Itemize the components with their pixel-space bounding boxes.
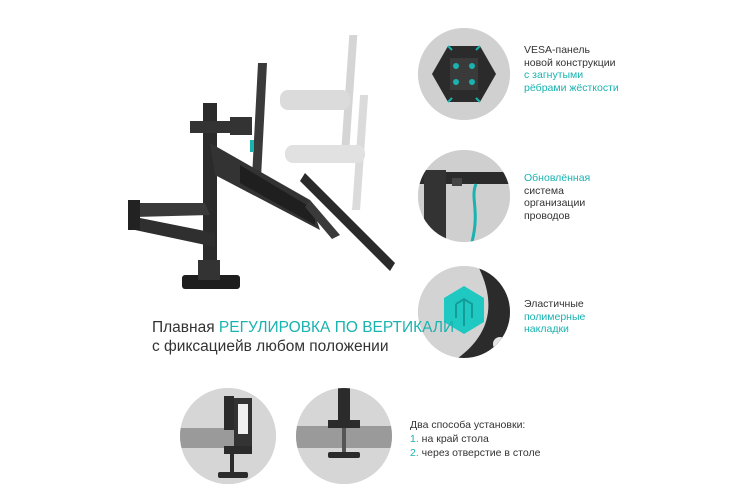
headline-accent: РЕГУЛИРОВКА ПО ВЕРТИКАЛИ (218, 319, 455, 336)
lower-monitor (300, 173, 395, 271)
polymer-pad-icon (418, 266, 510, 358)
grommet-icon (296, 388, 392, 484)
mounting-info: Два способа установки: 1. на край стола … (410, 418, 540, 460)
upper-monitor (251, 63, 268, 178)
mounting-option-1: 1. на край стола (410, 433, 489, 445)
feature-vesa-text: VESA-панель новой конструкции с загнутым… (524, 44, 619, 94)
desk-clamp-icon (180, 388, 276, 484)
grommet-mount-circle (296, 388, 392, 484)
vesa-plate-icon (418, 28, 510, 120)
headline: Плавная РЕГУЛИРОВКА ПО ВЕРТИКАЛИ с фикса… (152, 318, 454, 356)
monitor-arm-illustration (128, 35, 395, 289)
headline-prefix: Плавная (152, 319, 219, 336)
cable-management-icon (418, 150, 510, 242)
headline-line2: с фиксациейв любом положении (152, 338, 389, 355)
clamp-mount-circle (180, 388, 276, 484)
feature-cable-text: Обновлённая система организации проводов (524, 172, 591, 222)
cable-management-circle (418, 150, 510, 242)
feature-pads-text: Эластичные полимерные накладки (524, 298, 586, 335)
vesa-plate-circle (418, 28, 510, 120)
desk-clamp-base (182, 275, 240, 289)
mounting-option-2: 2. через отверстие в столе (410, 447, 541, 459)
mounting-title: Два способа установки: (410, 419, 526, 431)
polymer-pad-circle (418, 266, 510, 358)
